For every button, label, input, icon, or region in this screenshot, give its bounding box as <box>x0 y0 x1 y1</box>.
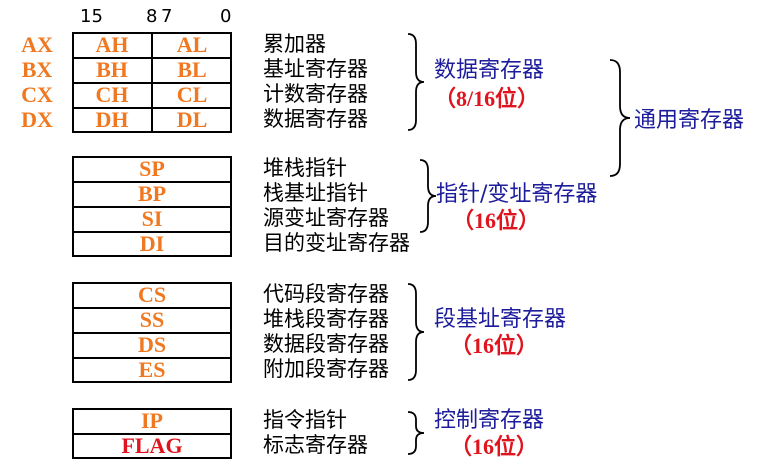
register-cell-cl: CL <box>176 82 208 107</box>
bit-label-15: 15 <box>80 6 103 27</box>
register-desc-di: 目的变址寄存器 <box>263 231 410 255</box>
register-cell-sp: SP <box>139 156 165 181</box>
row-divider <box>72 82 232 84</box>
register-desc-cx: 计数寄存器 <box>263 82 368 106</box>
register-cell-ch: CH <box>95 82 129 107</box>
register-cell-ah: AH <box>95 32 129 57</box>
register-name-bx: BX <box>21 57 53 82</box>
general-purpose-brace <box>609 59 631 177</box>
segment-group-name: 段基址寄存器 <box>434 307 567 332</box>
register-name-ax: AX <box>21 32 53 57</box>
register-cell-dh: DH <box>95 107 129 132</box>
register-cell-flag: FLAG <box>121 433 183 458</box>
register-cell-dl: DL <box>176 107 208 132</box>
register-name-dx: DX <box>21 107 53 132</box>
data-group-brace <box>407 33 425 131</box>
data-group-size: （8/16位） <box>434 86 540 111</box>
register-desc-cs: 代码段寄存器 <box>263 282 389 306</box>
register-desc-dx: 数据寄存器 <box>263 107 368 131</box>
control-group-name: 控制寄存器 <box>434 408 545 433</box>
segment-group-size: （16位） <box>450 333 539 358</box>
register-cell-ds: DS <box>137 332 167 357</box>
row-divider <box>72 206 232 208</box>
pointer-group-brace <box>419 159 437 233</box>
register-desc-flag: 标志寄存器 <box>263 433 368 457</box>
pointer-group-size: （16位） <box>452 208 541 233</box>
segment-group-brace <box>407 283 425 381</box>
row-divider <box>72 307 232 309</box>
register-desc-si: 源变址寄存器 <box>263 206 389 230</box>
register-desc-ax: 累加器 <box>263 32 326 56</box>
register-desc-bx: 基址寄存器 <box>263 57 368 81</box>
row-divider <box>72 107 232 109</box>
register-desc-ds: 数据段寄存器 <box>263 332 389 356</box>
general-purpose-label: 通用寄存器 <box>634 108 745 133</box>
register-cell-bh: BH <box>96 57 128 82</box>
control-group-brace <box>407 411 425 455</box>
row-divider <box>72 57 232 59</box>
row-divider <box>72 332 232 334</box>
register-cell-di: DI <box>139 231 165 256</box>
bit-label-7: 7 <box>161 6 173 27</box>
register-desc-es: 附加段寄存器 <box>263 357 389 381</box>
control-group-size: （16位） <box>450 434 539 459</box>
pointer-group-name: 指针/变址寄存器 <box>436 182 598 207</box>
register-desc-ip: 指令指针 <box>263 408 347 432</box>
register-desc-ss: 堆栈段寄存器 <box>263 307 389 331</box>
data-group-name: 数据寄存器 <box>434 58 545 83</box>
register-cell-es: ES <box>138 357 166 382</box>
row-divider <box>72 433 232 435</box>
register-cell-bp: BP <box>137 181 167 206</box>
register-cell-cs: CS <box>137 282 167 307</box>
register-cell-al: AL <box>176 32 208 57</box>
register-desc-bp: 栈基址指针 <box>263 181 368 205</box>
row-divider <box>72 231 232 233</box>
register-name-cx: CX <box>21 82 53 107</box>
register-desc-sp: 堆栈指针 <box>263 156 347 180</box>
register-cell-ip: IP <box>141 408 163 433</box>
bit-label-0: 0 <box>220 6 232 27</box>
register-cell-bl: BL <box>177 57 207 82</box>
register-cell-si: SI <box>141 206 163 231</box>
row-divider <box>72 181 232 183</box>
register-cell-ss: SS <box>139 307 165 332</box>
bit-label-8: 8 <box>146 6 158 27</box>
row-divider <box>72 357 232 359</box>
